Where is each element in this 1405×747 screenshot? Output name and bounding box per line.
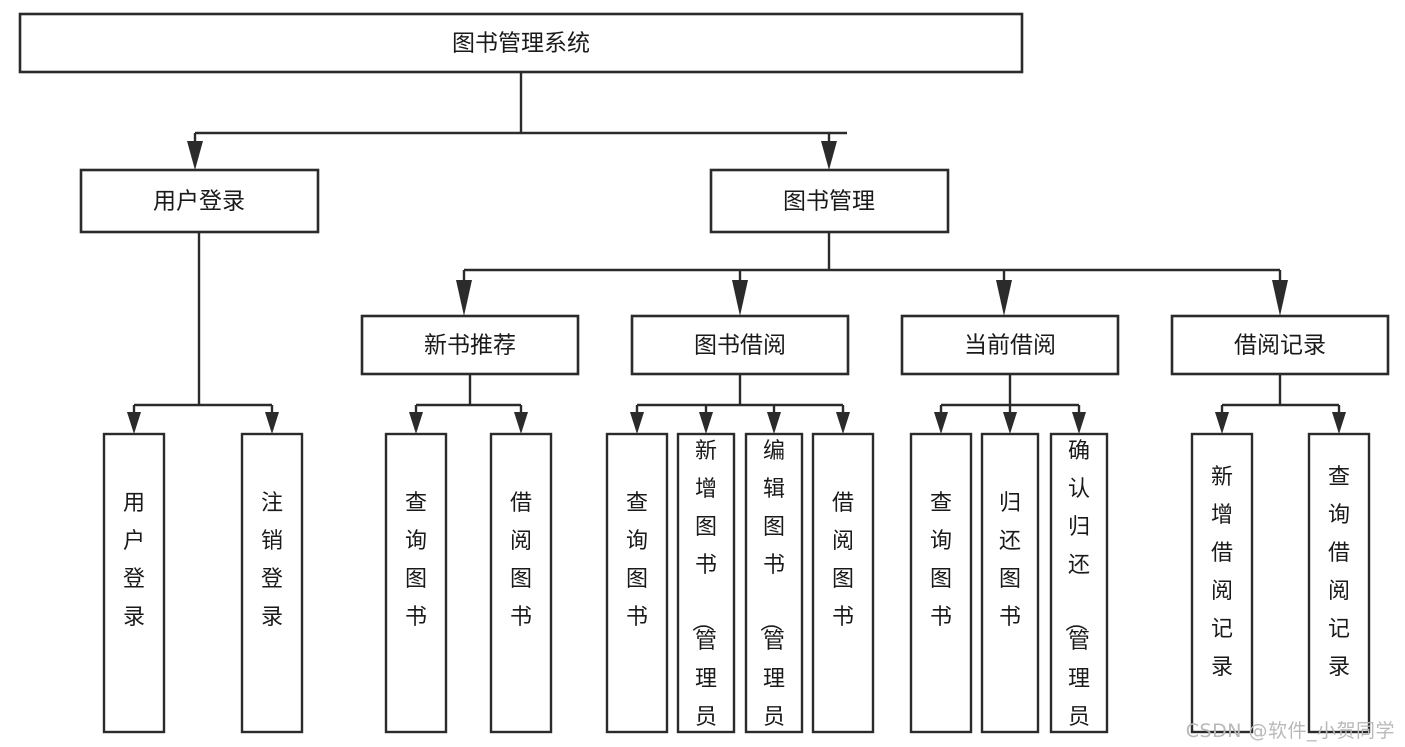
connector-group-borrow-to-leaves: [630, 374, 850, 434]
leaf-borrow-query-book-box[interactable]: [605, 432, 669, 734]
node-current-borrow[interactable]: 当前借阅: [900, 314, 1120, 376]
node-root-label: 图书管理系统: [452, 31, 590, 57]
leaf-newbooks-borrow-book[interactable]: 借阅图书: [489, 432, 553, 734]
arrow-head-borrow-1: [699, 412, 713, 434]
arrow-head-level2-0: [187, 141, 203, 170]
node-user-login[interactable]: 用户登录: [79, 168, 320, 234]
arrow-head-userlogin-0: [127, 412, 141, 434]
arrow-head-current-1: [1003, 412, 1017, 434]
leaf-newbooks-query-book[interactable]: 查询图书: [384, 432, 448, 734]
arrow-head-records-0: [1215, 412, 1229, 434]
arrow-head-userlogin-1: [265, 412, 279, 434]
arrow-head-borrow-2: [767, 412, 781, 434]
leaf-records-query-record-box[interactable]: [1307, 432, 1371, 734]
leaf-newbooks-borrow-book-box[interactable]: [489, 432, 553, 734]
connector-group-userlogin-to-leaves: [127, 232, 279, 434]
node-new-book-recommend-label: 新书推荐: [424, 333, 516, 359]
leaf-user-login-label: 用户登录: [123, 491, 145, 630]
arrow-head-current-2: [1072, 412, 1086, 434]
leaf-records-add-record-label: 新增借阅记录: [1211, 465, 1233, 680]
node-book-borrow-label: 图书借阅: [694, 333, 786, 359]
connector-group-current-to-leaves: [934, 374, 1086, 434]
node-borrow-records-label: 借阅记录: [1234, 333, 1326, 359]
leaf-records-query-record-label: 查询借阅记录: [1328, 465, 1350, 680]
leaf-borrow-add-book[interactable]: 新增图书（管理员）: [676, 432, 736, 747]
node-book-management-box[interactable]: [709, 168, 950, 234]
arrow-head-level3-2: [996, 280, 1012, 316]
csdn-watermark: CSDN @软件_小贺同学: [1185, 720, 1395, 742]
leaf-newbooks-query-book-label: 查询图书: [405, 491, 427, 630]
leaf-borrow-query-book[interactable]: 查询图书: [605, 432, 669, 734]
node-root-box[interactable]: [18, 12, 1024, 74]
leaf-logout-label: 注销登录: [261, 491, 283, 630]
arrow-head-borrow-3: [836, 412, 850, 434]
node-current-borrow-box[interactable]: [900, 314, 1120, 376]
node-user-login-label: 用户登录: [153, 189, 245, 215]
arrow-head-level3-0: [456, 280, 472, 316]
leaf-borrow-edit-book[interactable]: 编辑图书（管理员）: [744, 432, 804, 747]
leaf-borrow-borrow-book-box[interactable]: [811, 432, 875, 734]
leaf-current-query-book-box[interactable]: [909, 432, 973, 734]
connector-group-bookmgmt-to-level3: [456, 232, 1288, 316]
node-book-borrow[interactable]: 图书借阅: [630, 314, 850, 376]
connector-group-records-to-leaves: [1215, 374, 1346, 434]
node-book-management-label: 图书管理: [783, 189, 875, 215]
leaf-borrow-borrow-book[interactable]: 借阅图书: [811, 432, 875, 734]
leaf-records-query-record[interactable]: 查询借阅记录: [1307, 432, 1371, 734]
leaf-current-return-book-label: 归还图书: [999, 491, 1021, 630]
leaf-current-query-book[interactable]: 查询图书: [909, 432, 973, 734]
node-root[interactable]: 图书管理系统: [18, 12, 1024, 74]
arrow-head-newbooks-0: [409, 412, 423, 434]
node-borrow-records-box[interactable]: [1170, 314, 1390, 376]
leaf-borrow-edit-book-label: 编辑图书（管理员）: [757, 439, 785, 747]
leaf-logout-box[interactable]: [240, 432, 304, 734]
leaf-current-query-book-label: 查询图书: [930, 491, 952, 630]
arrow-head-records-1: [1332, 412, 1346, 434]
node-current-borrow-label: 当前借阅: [964, 333, 1056, 359]
arrow-head-current-0: [934, 412, 948, 434]
leaf-newbooks-borrow-book-label: 借阅图书: [510, 491, 532, 630]
connector-group-newbooks-to-leaves: [409, 374, 528, 434]
arrow-head-borrow-0: [630, 412, 644, 434]
leaf-user-login-box[interactable]: [102, 432, 166, 734]
node-new-book-recommend-box[interactable]: [360, 314, 580, 376]
arrow-head-level2-1: [821, 141, 837, 170]
node-user-login-box[interactable]: [79, 168, 320, 234]
leaf-newbooks-query-book-box[interactable]: [384, 432, 448, 734]
leaf-logout[interactable]: 注销登录: [240, 432, 304, 734]
leaf-borrow-add-book-label: 新增图书（管理员）: [689, 439, 717, 747]
leaf-user-login[interactable]: 用户登录: [102, 432, 166, 734]
leaf-borrow-edit-book-box[interactable]: [744, 432, 804, 734]
arrow-head-level3-1: [732, 280, 748, 316]
node-borrow-records[interactable]: 借阅记录: [1170, 314, 1390, 376]
leaf-borrow-borrow-book-label: 借阅图书: [832, 491, 854, 630]
leaf-borrow-add-book-box[interactable]: [676, 432, 736, 734]
leaf-current-confirm-return-label: 确认归还（管理员）: [1062, 439, 1090, 747]
node-book-borrow-box[interactable]: [630, 314, 850, 376]
leaf-current-return-book[interactable]: 归还图书: [980, 432, 1040, 734]
leaf-borrow-query-book-label: 查询图书: [626, 491, 648, 630]
arrow-head-newbooks-1: [514, 412, 528, 434]
leaf-current-confirm-return[interactable]: 确认归还（管理员）: [1049, 432, 1109, 747]
node-book-management[interactable]: 图书管理: [709, 168, 950, 234]
leaf-current-return-book-box[interactable]: [980, 432, 1040, 734]
node-new-book-recommend[interactable]: 新书推荐: [360, 314, 580, 376]
leaf-current-confirm-return-box[interactable]: [1049, 432, 1109, 734]
connector-group-root-to-level2: [187, 72, 847, 170]
arrow-head-level3-3: [1272, 280, 1288, 316]
leaf-records-add-record[interactable]: 新增借阅记录: [1190, 432, 1254, 734]
leaf-records-add-record-box[interactable]: [1190, 432, 1254, 734]
